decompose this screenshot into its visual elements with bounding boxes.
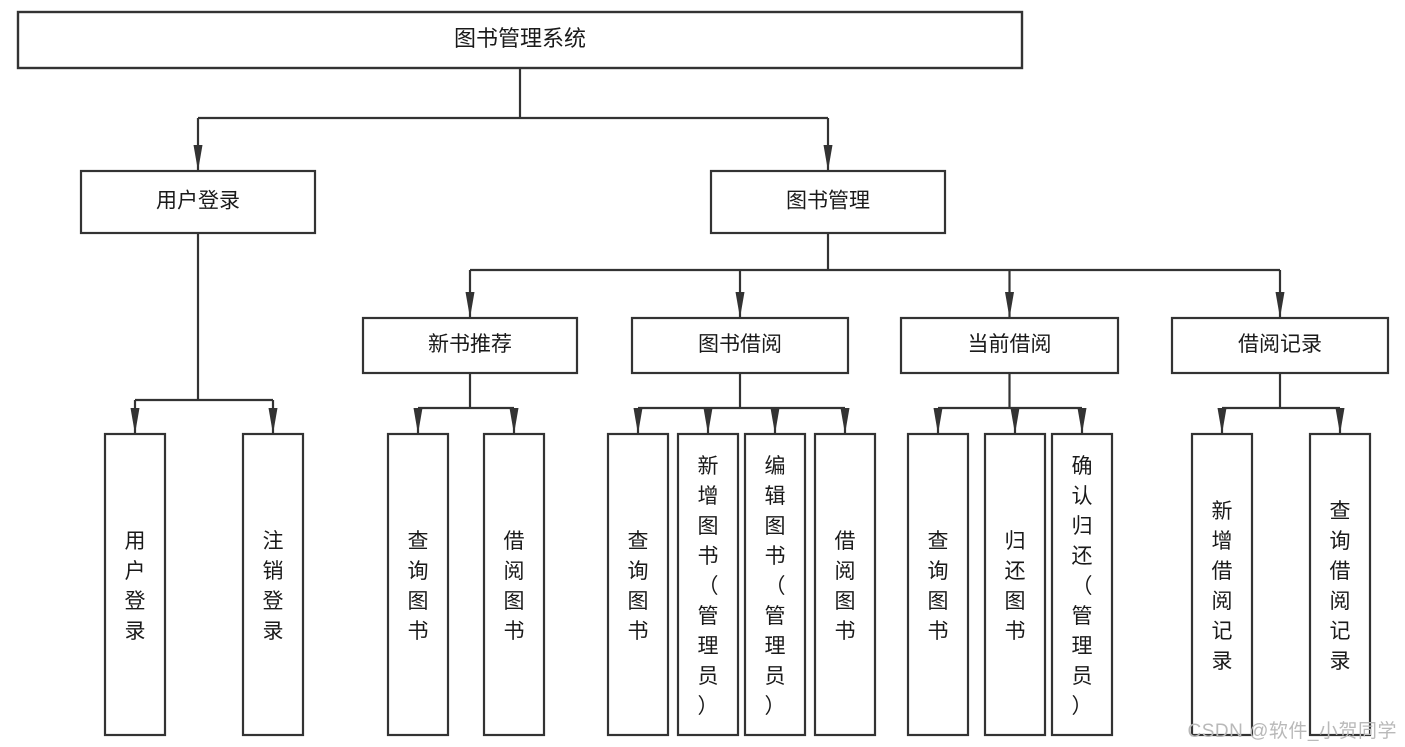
node-box-leaf-query-book-2	[606, 432, 670, 737]
arrow-head-icon-leaf-query-record	[1335, 408, 1345, 434]
arrow-head-icon-leaf-query-book-3	[933, 408, 943, 434]
node-new-book-recommend[interactable]: 新书推荐	[361, 316, 579, 375]
arrow-head-icon-user-login	[193, 145, 203, 171]
node-label-leaf-borrow-book-1: 借阅图书	[504, 530, 525, 643]
arrow-head-icon-book-management	[823, 145, 833, 171]
node-box-leaf-return-book	[983, 432, 1047, 737]
node-leaf-add-book[interactable]: 新增图书（管理员）	[676, 432, 740, 737]
node-label-leaf-query-book-3: 查询图书	[928, 530, 949, 643]
node-box-leaf-borrow-book-2	[813, 432, 877, 737]
node-label-leaf-return-book: 归还图书	[1005, 530, 1026, 643]
node-label-new-book-recommend: 新书推荐	[428, 333, 512, 356]
arrow-head-icon-leaf-confirm-return	[1077, 408, 1087, 434]
node-label-leaf-user-logout: 注销登录	[263, 530, 284, 643]
node-label-leaf-borrow-book-2: 借阅图书	[835, 530, 856, 643]
arrow-head-icon-borrow-record	[1275, 292, 1285, 318]
arrow-head-icon-new-book-recommend	[465, 292, 475, 318]
arrow-head-icon-leaf-query-book-1	[413, 408, 423, 434]
node-borrow-record[interactable]: 借阅记录	[1170, 316, 1390, 375]
node-box-book-borrow	[630, 316, 850, 375]
node-box-borrow-record	[1170, 316, 1390, 375]
arrow-head-icon-leaf-borrow-book-1	[509, 408, 519, 434]
node-leaf-confirm-return[interactable]: 确认归还（管理员）	[1050, 432, 1114, 737]
node-label-leaf-confirm-return: 确认归还（管理员）	[1072, 455, 1093, 718]
node-book-management[interactable]: 图书管理	[709, 169, 947, 235]
node-user-login[interactable]: 用户登录	[79, 169, 317, 235]
node-label-leaf-user-login: 用户登录	[125, 530, 146, 643]
node-label-leaf-add-record: 新增借阅记录	[1212, 500, 1233, 673]
arrow-head-icon-leaf-return-book	[1010, 408, 1020, 434]
node-leaf-query-book-3[interactable]: 查询图书	[906, 432, 970, 737]
node-book-borrow[interactable]: 图书借阅	[630, 316, 850, 375]
node-label-user-login: 用户登录	[156, 190, 240, 213]
node-leaf-borrow-book-1[interactable]: 借阅图书	[482, 432, 546, 737]
node-leaf-user-logout[interactable]: 注销登录	[241, 432, 305, 737]
node-label-leaf-add-book: 新增图书（管理员）	[698, 455, 719, 718]
node-box-leaf-query-book-3	[906, 432, 970, 737]
arrow-head-icon-leaf-edit-book	[770, 408, 780, 434]
node-label-leaf-query-book-2: 查询图书	[628, 530, 649, 643]
node-label-current-borrow: 当前借阅	[968, 333, 1052, 356]
node-box-root	[16, 10, 1024, 70]
node-leaf-query-book-1[interactable]: 查询图书	[386, 432, 450, 737]
node-box-leaf-query-book-1	[386, 432, 450, 737]
node-box-leaf-user-logout	[241, 432, 305, 737]
arrow-head-icon-leaf-user-logout	[268, 408, 278, 434]
arrow-head-icon-leaf-add-record	[1217, 408, 1227, 434]
node-label-book-borrow: 图书借阅	[698, 333, 782, 356]
arrow-head-icon-book-borrow	[735, 292, 745, 318]
node-leaf-borrow-book-2[interactable]: 借阅图书	[813, 432, 877, 737]
arrow-head-icon-leaf-user-login	[130, 408, 140, 434]
connector-layer	[130, 68, 1345, 434]
arrow-head-icon-current-borrow	[1005, 292, 1014, 318]
node-label-book-management: 图书管理	[786, 190, 870, 213]
node-box-leaf-add-record	[1190, 432, 1254, 737]
node-box-user-login	[79, 169, 317, 235]
node-current-borrow[interactable]: 当前借阅	[899, 316, 1120, 375]
node-leaf-query-book-2[interactable]: 查询图书	[606, 432, 670, 737]
node-label-leaf-edit-book: 编辑图书（管理员）	[765, 455, 786, 718]
node-box-leaf-add-book	[676, 432, 740, 737]
node-root[interactable]: 图书管理系统	[16, 10, 1024, 70]
node-leaf-return-book[interactable]: 归还图书	[983, 432, 1047, 737]
arrow-head-icon-leaf-borrow-book-2	[840, 408, 850, 434]
node-layer: 图书管理系统用户登录图书管理用户登录注销登录新书推荐查询图书借阅图书图书借阅查询…	[16, 10, 1390, 737]
node-box-leaf-confirm-return	[1050, 432, 1114, 737]
node-leaf-query-record[interactable]: 查询借阅记录	[1308, 432, 1372, 737]
node-label-borrow-record: 借阅记录	[1238, 333, 1322, 356]
node-label-leaf-query-book-1: 查询图书	[408, 530, 429, 643]
node-box-leaf-borrow-book-1	[482, 432, 546, 737]
node-leaf-add-record[interactable]: 新增借阅记录	[1190, 432, 1254, 737]
node-box-current-borrow	[899, 316, 1120, 375]
node-leaf-user-login[interactable]: 用户登录	[103, 432, 167, 737]
node-box-leaf-query-record	[1308, 432, 1372, 737]
node-label-root: 图书管理系统	[454, 26, 586, 51]
arrow-head-icon-leaf-query-book-2	[633, 408, 643, 434]
watermark-text: CSDN @软件_小贺同学	[1187, 721, 1397, 742]
node-box-new-book-recommend	[361, 316, 579, 375]
node-box-leaf-user-login	[103, 432, 167, 737]
node-box-book-management	[709, 169, 947, 235]
node-box-leaf-edit-book	[743, 432, 807, 737]
node-leaf-edit-book[interactable]: 编辑图书（管理员）	[743, 432, 807, 737]
node-label-leaf-query-record: 查询借阅记录	[1330, 500, 1351, 673]
arrow-head-icon-leaf-add-book	[703, 408, 713, 434]
